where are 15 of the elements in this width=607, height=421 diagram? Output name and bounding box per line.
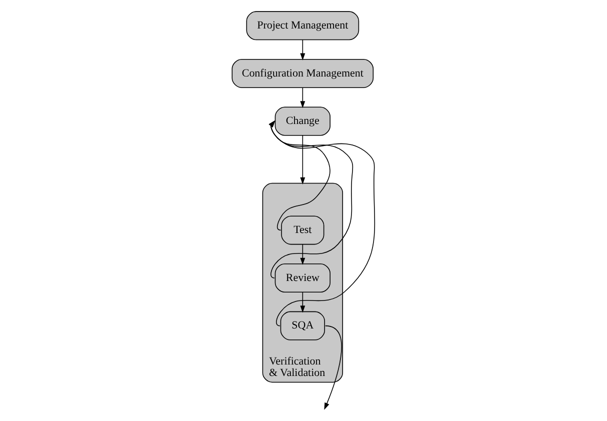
arrow	[300, 292, 306, 313]
arrow	[268, 120, 354, 278]
arrow	[300, 87, 306, 108]
arrow	[268, 120, 330, 231]
node-box: Change	[274, 106, 330, 136]
node-box: Configuration Management	[232, 58, 374, 88]
node-box: Test	[281, 216, 324, 245]
arrow	[324, 325, 342, 410]
arrow	[300, 135, 306, 184]
node-box: Review	[274, 264, 330, 292]
node-box: SQA	[280, 311, 325, 340]
arrow	[268, 120, 376, 326]
arrow	[300, 244, 306, 265]
arrow	[300, 39, 306, 60]
node-box: Project Management	[246, 11, 360, 40]
